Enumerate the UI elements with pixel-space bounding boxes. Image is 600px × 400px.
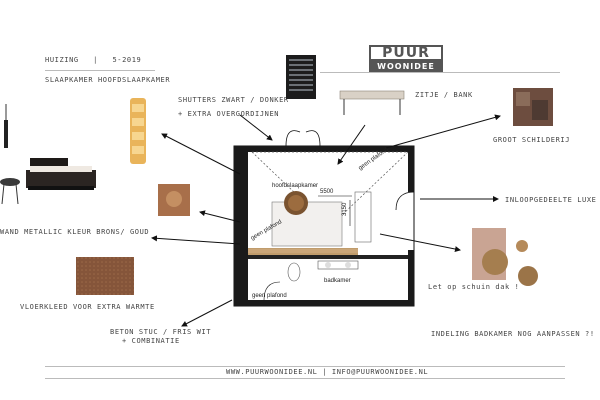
annotation-arrows bbox=[151, 114, 501, 327]
logo-line2: WOONIDEE bbox=[377, 62, 435, 71]
brand-logo-sub: WOONIDEE bbox=[369, 61, 443, 72]
arrow-bed-wall bbox=[151, 235, 241, 245]
note-combinatie: + COMBINATIE bbox=[122, 337, 180, 345]
bench-image bbox=[339, 90, 405, 115]
arrow-shutters bbox=[239, 114, 273, 141]
note-metallic: WAND METALLIC KLEUR BRONS/ GOUD bbox=[0, 228, 150, 236]
arrow-decor bbox=[379, 233, 461, 252]
dim-width: 5500 bbox=[320, 189, 334, 195]
logo-rule bbox=[320, 72, 560, 73]
note-beton: BETON STUC / FRIS WIT bbox=[110, 328, 212, 336]
metallic-swatch-detail bbox=[166, 191, 182, 207]
note-shutters: SHUTTERS ZWART / DONKER bbox=[178, 96, 289, 104]
arrow-painting bbox=[385, 114, 501, 149]
footer-rule-bottom bbox=[45, 378, 565, 379]
side-table-image bbox=[0, 178, 20, 205]
note-walkin: INLOOPGEDEELTE LUXE bbox=[505, 196, 597, 204]
note-curtains: + EXTRA OVERGORDIJNEN bbox=[178, 110, 280, 118]
label-badkamer: badkamer bbox=[324, 278, 351, 284]
dim-depth: 3150 bbox=[342, 202, 348, 216]
arrow-chandelier bbox=[161, 133, 241, 175]
decor-image bbox=[472, 228, 538, 286]
rug-image bbox=[76, 257, 134, 295]
project-date: 5-2019 bbox=[112, 56, 142, 64]
brand-logo: PUUR bbox=[369, 45, 443, 61]
pendant-lamp-image bbox=[4, 104, 8, 148]
note-slope: Let op schuin dak ! bbox=[428, 283, 520, 291]
header-separator: | bbox=[93, 56, 98, 64]
header-rule bbox=[45, 70, 155, 71]
shutters-image bbox=[286, 55, 316, 99]
footer-contact: WWW.PUURWOONIDEE.NL | INFO@PUURWOONIDEE.… bbox=[226, 368, 429, 376]
label-ceiling-bottom: geen plafond bbox=[252, 293, 287, 299]
chandelier-image bbox=[130, 98, 146, 164]
footer-rule-top bbox=[45, 366, 565, 367]
room-title: SLAAPKAMER HOOFDSLAAPKAMER bbox=[45, 76, 171, 84]
note-bathroom: INDELING BADKAMER NOG AANPASSEN ?! bbox=[431, 330, 595, 338]
project-title: HUIZING bbox=[45, 56, 79, 64]
note-rug: VLOERKLEED VOOR EXTRA WARMTE bbox=[20, 303, 155, 311]
project-name: HUIZING | 5-2019 bbox=[45, 56, 141, 64]
note-bench: ZITJE / BANK bbox=[415, 91, 473, 99]
logo-line1: PUUR bbox=[382, 45, 430, 61]
floor-plan bbox=[233, 130, 415, 307]
painting-image bbox=[513, 88, 553, 126]
arrow-beton bbox=[181, 299, 233, 327]
label-hoofdslaapkamer: hoofdslaapkamer bbox=[272, 183, 318, 189]
arrow-bench bbox=[337, 124, 366, 165]
bed-image bbox=[26, 158, 96, 190]
arrow-metallic bbox=[199, 210, 241, 223]
note-painting: GROOT SCHILDERIJ bbox=[493, 136, 571, 144]
